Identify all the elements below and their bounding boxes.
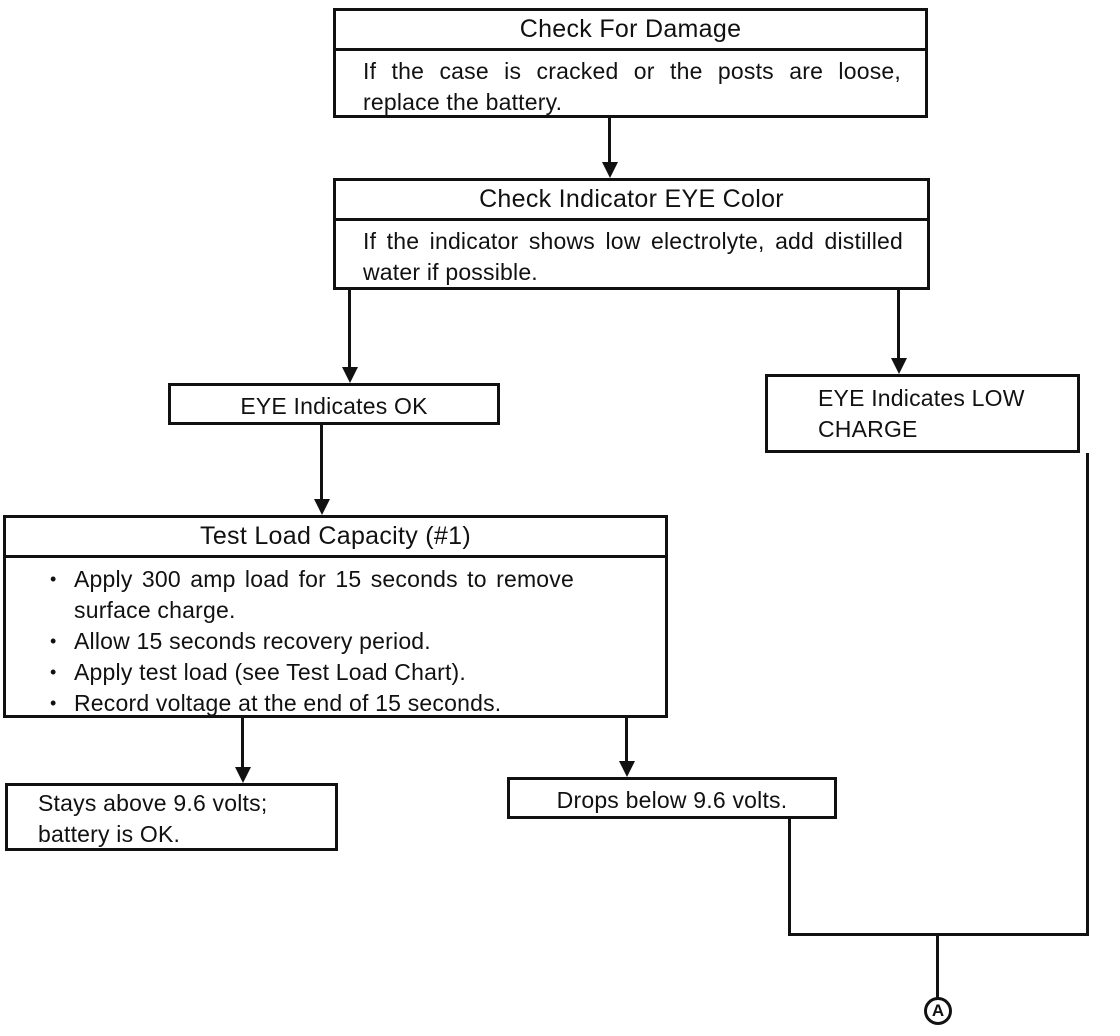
line-junction-horizontal [788, 933, 1089, 936]
arrow-eye-color-to-eye-ok [348, 290, 351, 368]
line-eye-low-down [1086, 453, 1089, 936]
bullet-text: Allow 15 seconds recovery period. [74, 628, 431, 654]
node-test-load-capacity: Test Load Capacity (#1) • Apply 300 amp … [3, 515, 668, 718]
line-drops-below-down [788, 819, 791, 936]
node-check-indicator-eye-color: Check Indicator EYE Color If the indicat… [333, 178, 930, 290]
node-stays-above-ok: Stays above 9.6 volts; battery is OK. [5, 783, 338, 851]
node-stays-above-ok-label: Stays above 9.6 volts; battery is OK. [38, 790, 268, 847]
arrow-test-load-to-drops-below [625, 718, 628, 762]
bullet-item: • Apply test load (see Test Load Chart). [50, 657, 645, 688]
node-drops-below-label: Drops below 9.6 volts. [556, 787, 788, 813]
arrow-damage-to-eye-color [608, 118, 611, 163]
bullet-item: • Apply 300 amp load for 15 seconds to r… [50, 564, 645, 626]
bullet-item: • Allow 15 seconds recovery period. [50, 626, 645, 657]
bullet-icon: • [50, 662, 57, 682]
bullet-icon: • [50, 693, 57, 713]
node-test-load-capacity-bullets: • Apply 300 amp load for 15 seconds to r… [6, 558, 665, 724]
node-eye-indicates-ok: EYE Indicates OK [168, 383, 500, 425]
node-eye-indicates-low-charge: EYE Indicates LOW CHARGE [765, 374, 1080, 453]
off-page-connector-a: A [924, 997, 952, 1025]
node-eye-indicates-ok-label: EYE Indicates OK [240, 393, 428, 419]
node-test-load-capacity-title: Test Load Capacity (#1) [6, 518, 665, 558]
node-check-for-damage-body: If the case is cracked or the posts are … [363, 58, 901, 115]
node-check-for-damage: Check For Damage If the case is cracked … [333, 8, 928, 118]
line-stem-to-connector [936, 936, 939, 998]
node-check-for-damage-title: Check For Damage [336, 11, 925, 51]
bullet-text: Record voltage at the end of 15 seconds. [74, 690, 502, 716]
node-check-indicator-eye-color-title: Check Indicator EYE Color [336, 181, 927, 221]
node-eye-indicates-low-charge-label: EYE Indicates LOW CHARGE [818, 385, 1025, 442]
arrow-test-load-to-stays-above [241, 718, 244, 768]
bullet-item: • Record voltage at the end of 15 second… [50, 688, 645, 719]
bullet-icon: • [50, 631, 57, 651]
arrow-eye-color-to-eye-low [897, 290, 900, 359]
bullet-text: Apply test load (see Test Load Chart). [74, 659, 466, 685]
bullet-icon: • [50, 569, 57, 589]
arrow-eye-ok-to-test-load [320, 425, 323, 500]
node-drops-below: Drops below 9.6 volts. [507, 777, 837, 819]
off-page-connector-a-label: A [931, 1001, 945, 1020]
bullet-text: Apply 300 amp load for 15 seconds to rem… [74, 566, 574, 623]
node-check-indicator-eye-color-body: If the indicator shows low electrolyte, … [363, 228, 903, 285]
